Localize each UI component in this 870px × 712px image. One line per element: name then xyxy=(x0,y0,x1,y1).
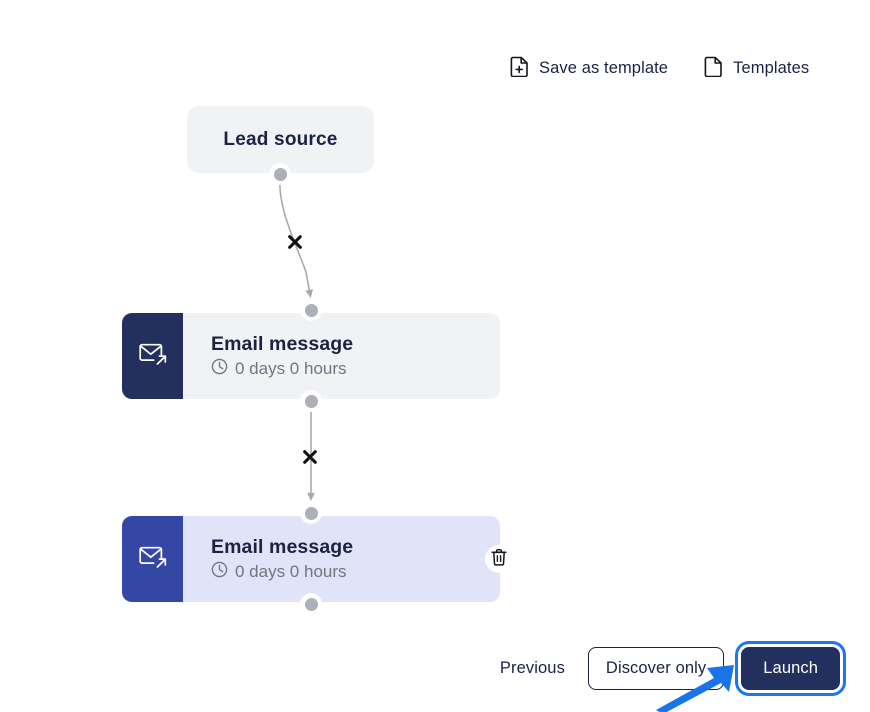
document-icon xyxy=(704,56,723,80)
handle-email1-out[interactable] xyxy=(300,390,322,412)
lead-source-title: Lead source xyxy=(223,128,338,150)
email-message-2-title: Email message xyxy=(211,535,354,558)
flow-node-email-message-2[interactable]: Email message 0 days 0 hours xyxy=(122,516,500,602)
clock-icon xyxy=(211,561,228,583)
flow-toolbar: Save as template Templates xyxy=(510,56,809,80)
handle-email1-in[interactable] xyxy=(300,299,322,321)
handle-lead-source-out[interactable] xyxy=(269,163,291,185)
trash-icon xyxy=(490,548,508,570)
email-send-icon-wrapper-1 xyxy=(122,313,183,399)
wizard-footer-actions: Previous Discover only Launch xyxy=(500,640,846,696)
email-message-2-delay: 0 days 0 hours xyxy=(211,561,500,583)
discover-only-button[interactable]: Discover only xyxy=(587,646,725,690)
document-plus-icon xyxy=(510,56,529,80)
flow-node-email-message-1[interactable]: Email message 0 days 0 hours xyxy=(122,313,500,399)
email-message-1-title: Email message xyxy=(211,332,354,355)
email-message-1-delay-text: 0 days 0 hours xyxy=(235,358,347,378)
flow-node-lead-source[interactable]: Lead source xyxy=(187,106,374,173)
delete-node-button[interactable] xyxy=(485,545,513,573)
clock-icon xyxy=(211,358,228,380)
email-message-1-body: Email message 0 days 0 hours xyxy=(183,313,500,399)
save-as-template-label: Save as template xyxy=(539,58,669,77)
email-send-icon-wrapper-2 xyxy=(122,516,183,602)
handle-email2-out[interactable] xyxy=(300,593,322,615)
email-send-icon xyxy=(138,543,168,575)
email-message-2-body: Email message 0 days 0 hours xyxy=(183,516,500,602)
templates-button[interactable]: Templates xyxy=(704,56,809,80)
email-send-icon xyxy=(138,340,168,372)
save-as-template-button[interactable]: Save as template xyxy=(510,56,668,80)
email-message-1-delay: 0 days 0 hours xyxy=(211,358,500,380)
remove-x-icon-edge-1[interactable] xyxy=(287,234,304,251)
handle-email2-in[interactable] xyxy=(300,502,322,524)
previous-button[interactable]: Previous xyxy=(494,659,571,678)
templates-label: Templates xyxy=(733,58,810,77)
launch-button[interactable]: Launch xyxy=(735,640,846,696)
remove-x-icon-edge-2[interactable] xyxy=(302,449,319,466)
email-message-2-delay-text: 0 days 0 hours xyxy=(235,561,347,581)
